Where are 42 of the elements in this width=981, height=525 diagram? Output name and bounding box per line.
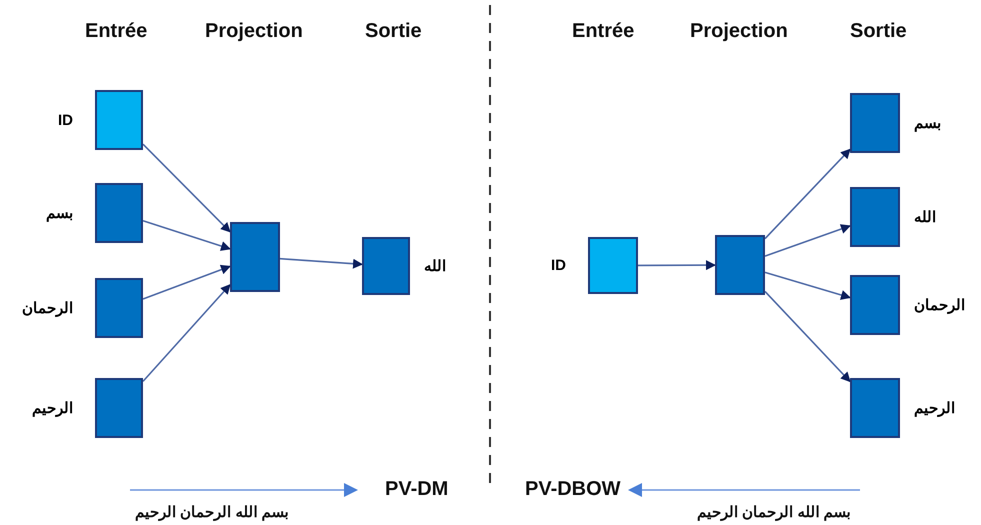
arrow	[638, 260, 716, 270]
column-heading: Sortie	[365, 20, 422, 43]
neuron-box	[95, 378, 143, 438]
arrow	[764, 148, 851, 240]
arrow	[142, 264, 231, 300]
sentence-text: بسم الله الرحمان الرحيم	[135, 503, 289, 521]
neuron-box	[850, 187, 900, 247]
arrow	[142, 144, 231, 233]
neuron-box	[850, 275, 900, 335]
neuron-box	[230, 222, 280, 292]
arrow	[142, 284, 231, 382]
arrow	[142, 220, 231, 251]
node-label: الرحيم	[32, 399, 73, 417]
model-name: PV-DBOW	[525, 478, 621, 501]
model-name: PV-DM	[385, 478, 448, 501]
arrow	[764, 290, 851, 382]
neuron-box	[850, 378, 900, 438]
node-label: ID	[58, 112, 73, 128]
neuron-box	[715, 235, 765, 295]
input-vector-box	[588, 237, 638, 294]
arrow	[764, 272, 851, 300]
neuron-box	[95, 278, 143, 338]
arrow	[764, 224, 851, 257]
neuron-box	[362, 237, 410, 295]
node-label: بسم	[914, 114, 941, 132]
node-label: الرحمان	[914, 296, 965, 314]
node-label: ID	[551, 257, 566, 274]
neuron-box	[850, 93, 900, 153]
arrow	[280, 258, 363, 269]
input-vector-box	[95, 90, 143, 150]
node-label: الرحيم	[914, 399, 955, 417]
column-heading: Entrée	[572, 20, 634, 43]
node-label: الرحمان	[22, 299, 73, 317]
column-heading: Sortie	[850, 20, 907, 43]
node-label: الله	[914, 208, 936, 226]
node-label: بسم	[46, 204, 73, 222]
column-heading: Projection	[205, 20, 303, 43]
column-heading: Entrée	[85, 20, 148, 43]
column-heading: Projection	[690, 20, 788, 43]
node-label: الله	[424, 257, 446, 275]
neuron-box	[95, 183, 143, 243]
sentence-text: بسم الله الرحمان الرحيم	[697, 503, 851, 521]
